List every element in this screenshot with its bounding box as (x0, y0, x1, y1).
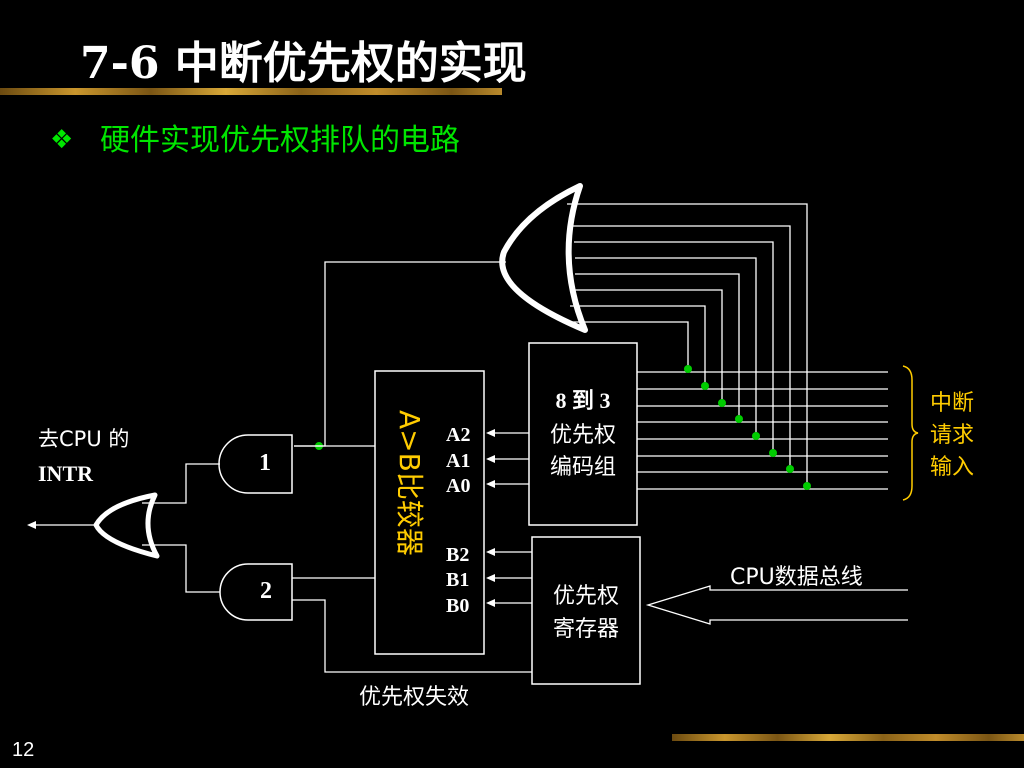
encoder-label-line1: 8 到 3 (555, 388, 610, 413)
pin-b2-label: B2 (446, 544, 469, 566)
cpu-bus-label: CPU数据总线 (730, 565, 863, 590)
cpu-data-bus-arrow (645, 585, 908, 625)
encoder-label-line3: 编码组 (550, 455, 616, 480)
slide-title: 7-6 中断优先权的实现 (80, 38, 527, 89)
junction-dot (769, 449, 777, 457)
junction-dot (752, 432, 760, 440)
bus-arrows (486, 429, 532, 607)
page-number: 12 (12, 739, 34, 761)
junction-dots (315, 365, 811, 490)
feed-line (570, 321, 689, 369)
feed-line (575, 257, 757, 436)
register-label-line2: 寄存器 (553, 617, 619, 642)
pin-a1-label: A1 (446, 450, 470, 472)
interrupt-brace (902, 365, 919, 501)
priority-or-gate (499, 183, 588, 333)
or-gate-feed-lines (567, 203, 808, 486)
feed-line (567, 203, 808, 486)
interrupt-label-line2: 请求 (930, 423, 974, 448)
slide-subtitle: 硬件实现优先权排队的电路 (100, 123, 460, 158)
comparator-label: A>B比较器 (393, 410, 426, 556)
gate1-to-or-wire (142, 463, 220, 504)
interrupt-input-lines (637, 371, 888, 490)
pin-b1-label: B1 (446, 569, 469, 591)
feed-line (570, 305, 706, 386)
gate2-label: 2 (260, 578, 272, 604)
feed-line (571, 225, 791, 469)
gate1-label: 1 (259, 450, 271, 476)
feed-line (574, 241, 774, 453)
junction-dot (684, 365, 692, 373)
junction-dot (718, 399, 726, 407)
pin-a0-label: A0 (446, 475, 470, 497)
output-or-gate (93, 492, 160, 559)
priority-encoder-block (528, 342, 638, 526)
feed-line (575, 273, 740, 419)
output-label-line1: 去CPU 的 (38, 427, 129, 451)
junction-dot (735, 415, 743, 423)
interrupt-label-line1: 中断 (930, 391, 974, 416)
encoder-label-line2: 优先权 (550, 423, 616, 448)
priority-invalid-label: 优先权失效 (359, 685, 469, 710)
and-gate-1 (218, 434, 293, 494)
footer-bar (672, 734, 1024, 741)
priority-register-block (531, 536, 641, 685)
pin-b0-label: B0 (446, 595, 469, 617)
title-underline-bar (0, 88, 502, 95)
junction-dot (701, 382, 709, 390)
priority-invalid-wire (290, 599, 532, 673)
interrupt-label-line3: 输入 (930, 455, 974, 480)
bullet-icon: ❖ (50, 125, 73, 155)
pin-a2-label: A2 (446, 424, 470, 446)
junction-dot (786, 465, 794, 473)
comparator-block (374, 370, 485, 655)
register-label-line1: 优先权 (553, 584, 619, 609)
junction-dot (803, 482, 811, 490)
intr-output-arrowhead (27, 521, 36, 529)
and-gate-2 (219, 563, 293, 621)
feed-line (574, 289, 723, 403)
gate2-to-or-wire (142, 544, 220, 593)
output-label-line2: INTR (38, 461, 94, 486)
